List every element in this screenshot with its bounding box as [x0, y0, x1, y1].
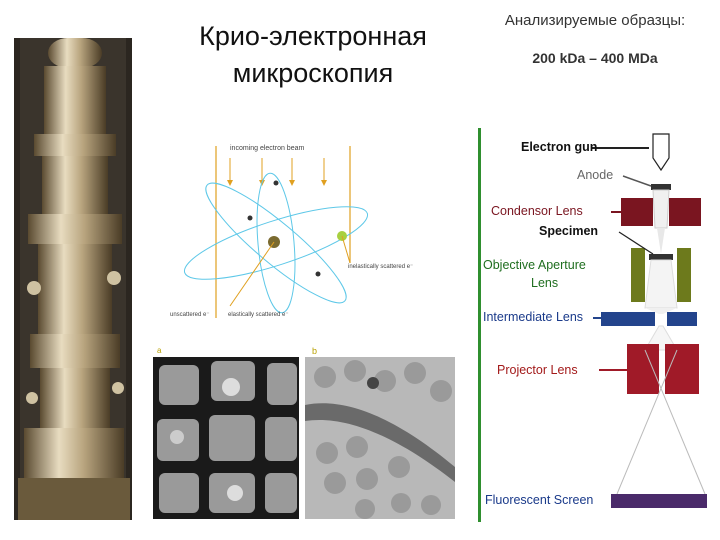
samples-heading: Анализируемые образцы:: [504, 12, 686, 29]
micrograph-a-label: a: [157, 346, 162, 355]
fluorescent-screen-label: Fluorescent Screen: [485, 493, 594, 507]
microscope-photo: [14, 38, 132, 520]
electron-gun-label: Electron gun: [521, 140, 598, 154]
elastic-label: elastically scattered e⁻: [228, 312, 289, 318]
title-line-1: Крио-электронная: [199, 21, 427, 51]
tem-column-diagram: Electron gun Anode Condensor Lens Specim…: [478, 128, 711, 522]
title-line-2: микроскопия: [232, 58, 394, 88]
condensor-lens-label: Condensor Lens: [491, 204, 583, 218]
unscattered-label: unscattered e⁻: [170, 312, 210, 318]
micrograph-b-label: b: [312, 346, 318, 356]
projector-lens-label: Projector Lens: [497, 363, 578, 377]
scattering-diagram: incoming electron beam inelastically sca…: [168, 138, 458, 328]
specimen-label: Specimen: [539, 224, 599, 238]
samples-range: 200 kDa – 400 MDa: [532, 50, 658, 66]
objective-lens-label: Lens: [531, 276, 559, 290]
slide-title: Крио-электронная микроскопия: [168, 18, 458, 92]
objective-aperture-label: Objective Aperture: [483, 258, 586, 272]
inelastic-label: inelastically scattered e⁻: [348, 264, 413, 270]
micrograph-grid-image: [153, 357, 299, 519]
intermediate-lens-label: Intermediate Lens: [483, 310, 584, 324]
micrograph-particles-image: [305, 357, 455, 519]
anode-label: Anode: [577, 168, 614, 182]
incoming-beam-label: incoming electron beam: [230, 145, 304, 152]
